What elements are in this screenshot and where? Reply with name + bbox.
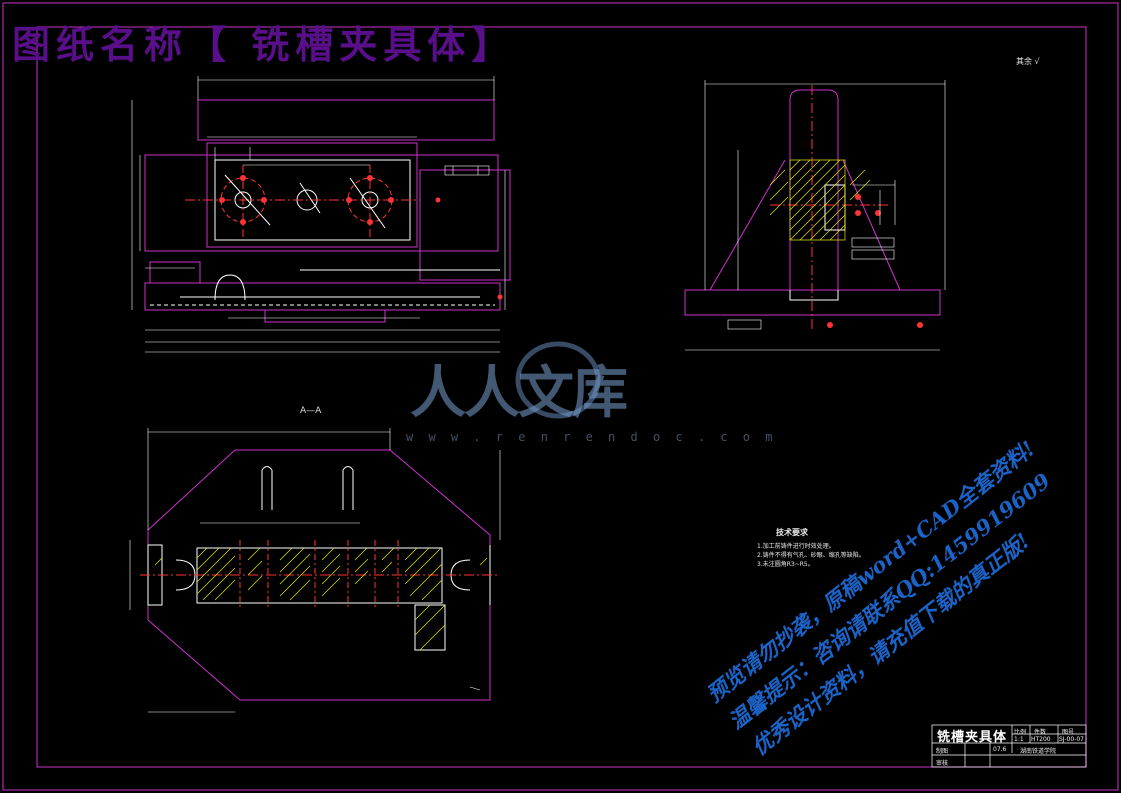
side-view-dimensions (685, 80, 946, 351)
title-block-designer-label: 制图 (936, 748, 949, 755)
title-block-drawing-no-label: 图号 (1062, 729, 1075, 736)
tech-requirement-item: 1.加工前铸件进行时效处理。 (757, 543, 835, 550)
title-block-drawing-no: SJ-00-07 (1059, 736, 1084, 743)
side-view-hatching (769, 159, 871, 241)
title-block-part-name: 铣槽夹具体 (937, 730, 1008, 745)
drawing-name-banner: 图纸名称【 铣槽夹具体】 (12, 22, 516, 67)
title-block-scale: 1:1 (1014, 736, 1024, 743)
title-block-qty-label: 件数 (1034, 729, 1047, 736)
surface-roughness-note: 其余 √ (1016, 57, 1040, 66)
tech-requirements-title: 技术要求 (776, 528, 808, 537)
front-view-holes (219, 175, 503, 300)
front-view-dimensions (131, 76, 506, 353)
inner-frame (36, 26, 1087, 768)
title-block-material: HT200 (1031, 736, 1051, 743)
title-block-school: 湖南铁道学院 (1020, 748, 1057, 755)
watermark-brand: 人人文库 (410, 360, 628, 426)
tech-requirement-item: 3.未注圆角R3~R5。 (757, 561, 814, 568)
tech-requirement-item: 2.铸件不得有气孔、砂眼、缩孔等缺陷。 (757, 552, 865, 559)
title-block-date: 07.6 (993, 746, 1007, 753)
title-block-checker-label: 审核 (936, 760, 949, 767)
title-block-scale-label: 比例 (1014, 729, 1027, 736)
section-hatching (154, 547, 488, 651)
section-view (140, 449, 500, 701)
section-dimensions (129, 428, 501, 713)
watermark-logo-icon (515, 341, 601, 419)
watermark-url: w w w . r e n r e n d o c . c o m (406, 430, 777, 444)
front-view (144, 99, 511, 323)
title-block (931, 724, 1087, 768)
section-label: A—A (300, 406, 322, 416)
side-view-holes (827, 194, 923, 328)
